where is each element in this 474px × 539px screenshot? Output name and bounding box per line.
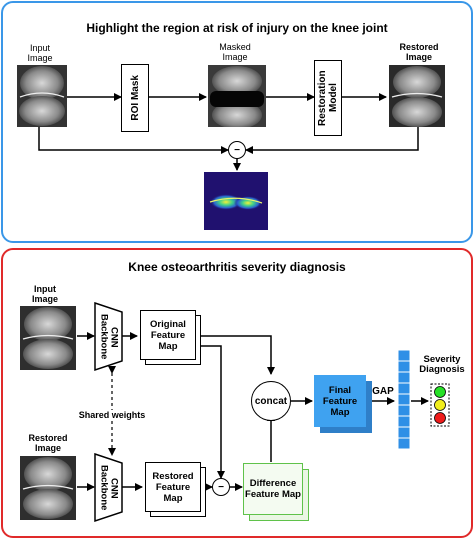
- severity-panel-title: Knee osteoarthritis severity diagnosis: [128, 260, 346, 274]
- bottom-restored-xray-image: [20, 456, 76, 520]
- bottom-subtract-operator: −: [212, 478, 230, 496]
- top-subtract-operator: −: [228, 141, 246, 159]
- top-input-label: Input Image: [27, 43, 53, 63]
- bottom-input-label: Input Image: [31, 284, 58, 304]
- cnn-backbone-bottom: CNN Backbone: [98, 465, 120, 511]
- final-feature-map: Final Feature Map: [314, 375, 366, 427]
- light-yellow: [434, 399, 446, 411]
- bottom-restored-label: Restored Image: [28, 433, 68, 453]
- risk-heatmap-image: [204, 172, 268, 230]
- top-input-xray-image: [17, 65, 67, 127]
- gap-feature-vector: [397, 349, 411, 452]
- severity-diagnosis-panel: Knee osteoarthritis severity diagnosis: [1, 248, 473, 538]
- original-feature-map: Original Feature Map: [140, 310, 196, 360]
- light-red: [434, 412, 446, 424]
- concat-operator: concat: [251, 381, 291, 421]
- top-restored-label: Restored Image: [399, 42, 439, 62]
- masked-image-label: Masked Image: [219, 42, 251, 62]
- roi-mask-box: ROI Mask: [121, 64, 149, 132]
- risk-region-panel: Highlight the region at risk of injury o…: [1, 1, 473, 243]
- severity-traffic-light: [430, 383, 450, 427]
- light-green: [434, 386, 446, 398]
- restoration-model-box: Restoration Model: [314, 60, 342, 136]
- severity-diagnosis-label: Severity Diagnosis: [419, 354, 465, 375]
- shared-weights-label: Shared weights: [72, 410, 152, 420]
- bottom-input-xray-image: [20, 306, 76, 370]
- top-restored-xray-image: [389, 65, 445, 127]
- masked-xray-image: [208, 65, 266, 127]
- difference-feature-map: Difference Feature Map: [243, 463, 303, 515]
- cnn-backbone-top: CNN Backbone: [98, 314, 120, 360]
- restored-feature-map: Restored Feature Map: [145, 462, 201, 512]
- gap-label: GAP: [372, 386, 394, 397]
- risk-panel-title: Highlight the region at risk of injury o…: [86, 21, 388, 35]
